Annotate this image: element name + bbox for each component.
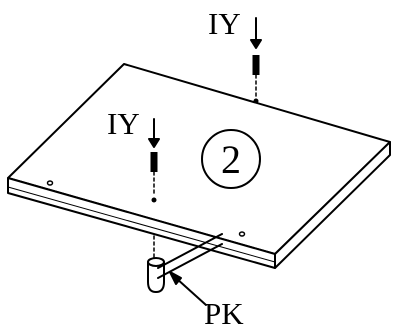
screw-left-label: IY xyxy=(107,106,140,141)
screw-hole xyxy=(151,197,157,203)
bracket-leader xyxy=(169,271,207,306)
bracket-label: PK xyxy=(204,296,244,331)
screw-top xyxy=(250,17,262,97)
screw-hole xyxy=(46,180,54,186)
panel-front-right-face xyxy=(274,141,391,269)
screw-hole xyxy=(238,231,246,237)
panel-number-circle xyxy=(201,129,261,189)
bracket-rod xyxy=(147,233,223,293)
screw-hole xyxy=(253,98,259,104)
panel-top-face xyxy=(7,63,391,255)
screw-left xyxy=(148,118,160,197)
screw-top-label: IY xyxy=(208,6,241,41)
panel-number-label: 2 xyxy=(221,137,241,182)
